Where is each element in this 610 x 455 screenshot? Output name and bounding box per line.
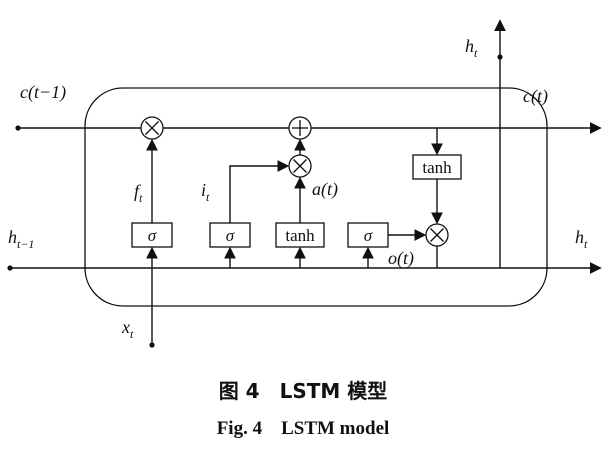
figure-caption-en: Fig. 4 LSTM model <box>217 418 390 439</box>
c-out-label: c(t) <box>523 86 548 107</box>
h-top-branch-dot <box>497 54 503 60</box>
sigma-box-forget: σ <box>131 222 173 248</box>
input-gate-output-line <box>229 160 290 223</box>
sigma-box-output: σ <box>347 222 389 248</box>
tanh-box-output: tanh <box>412 154 462 180</box>
lstm-cell-boundary <box>84 87 548 307</box>
h-prev-label: ht−1 <box>8 227 34 251</box>
x-input-label: xt <box>121 317 134 341</box>
tanh-output-label: tanh <box>422 158 452 177</box>
tanh-candidate-label: tanh <box>285 226 315 245</box>
c-prev-label: c(t−1) <box>20 82 66 103</box>
multiply-node-input-icon <box>288 154 312 178</box>
h-top-label: ht <box>465 36 478 60</box>
sigma-forget-label: σ <box>148 226 157 245</box>
i-gate-label: it <box>201 180 210 204</box>
multiply-node-forget-icon <box>140 116 164 140</box>
h-out-label: ht <box>575 227 588 251</box>
sigma-input-label: σ <box>226 226 235 245</box>
o-signal-label: o(t) <box>388 248 414 269</box>
add-node-icon <box>288 116 312 140</box>
sigma-box-input: σ <box>209 222 251 248</box>
sigma-output-label: σ <box>364 226 373 245</box>
figure-caption-zh: 图 4 LSTM 模型 <box>219 379 388 403</box>
tanh-box-candidate: tanh <box>275 222 325 248</box>
a-signal-label: a(t) <box>312 179 338 200</box>
f-gate-label: ft <box>134 181 143 205</box>
multiply-node-output-icon <box>425 223 449 247</box>
